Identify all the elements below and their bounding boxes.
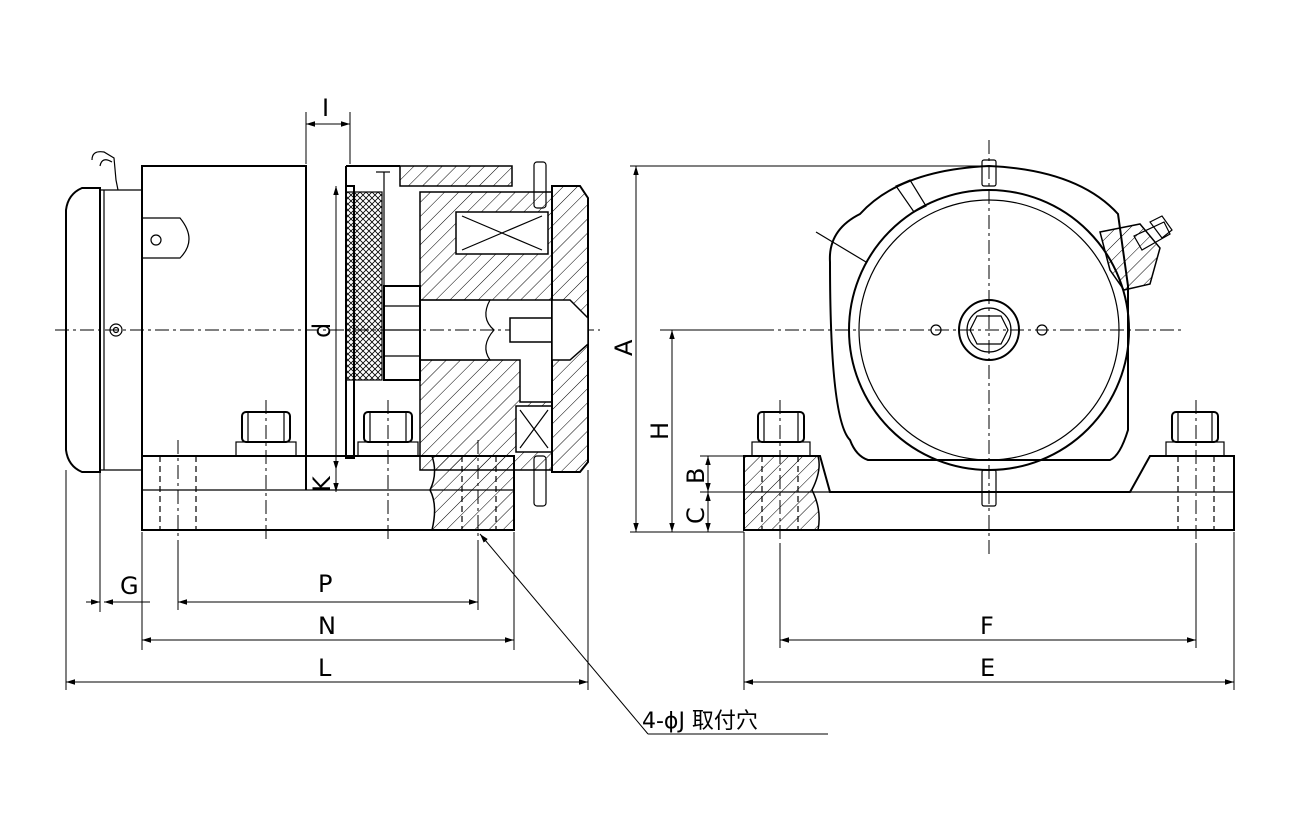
dim-label-b: B (682, 468, 710, 484)
dim-label-p: P (318, 570, 332, 598)
end-cap (65, 187, 101, 473)
friction-lining (345, 191, 383, 381)
dim-label-f: F (980, 612, 994, 640)
dimensions: I d K A H B C G (65, 94, 1235, 735)
base-bolt-left (235, 400, 297, 540)
dim-label-c: C (682, 507, 710, 524)
inner-ring (858, 199, 1120, 461)
front-bottom-pin (981, 469, 997, 507)
front-bolt-left (751, 411, 811, 457)
front-view (660, 140, 1235, 555)
dim-label-i: I (322, 94, 329, 122)
dim-label-a: A (610, 339, 638, 356)
lead-wire (91, 151, 119, 191)
center-hex-nut (383, 285, 421, 381)
hole-right (1036, 324, 1048, 336)
top-pin (533, 161, 547, 209)
front-bolt-right (1165, 411, 1225, 457)
dim-label-n: N (318, 612, 336, 640)
dim-label-h: H (646, 422, 674, 440)
dim-label-d: d (308, 323, 336, 338)
front-top-pin (981, 159, 997, 187)
mounting-hole-note: 4-ϕJ 取付穴 (642, 709, 758, 734)
terminal-lug (142, 217, 190, 259)
base-bolt-right (357, 400, 419, 540)
dim-label-e: E (980, 654, 995, 682)
hex-socket-icon (969, 315, 1009, 345)
grease-hole (109, 323, 123, 337)
dim-label-l: L (318, 654, 332, 682)
front-housing (828, 164, 1129, 461)
front-base (743, 455, 1235, 531)
center-boss (958, 299, 1020, 361)
grease-nipple-section (1099, 223, 1161, 291)
side-view (55, 151, 600, 545)
bottom-pin (533, 455, 547, 507)
dim-label-g: G (120, 572, 139, 600)
front-lead (895, 179, 927, 213)
hole-left (930, 324, 942, 336)
dim-label-k: K (308, 475, 336, 492)
